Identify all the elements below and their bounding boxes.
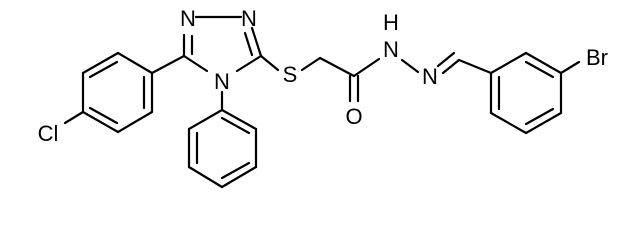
atom-n-triazole-ring: N: [214, 69, 230, 94]
phenyl-ring: [187, 108, 258, 189]
bromophenyl-ring: [489, 51, 563, 135]
atom-br: Br: [586, 45, 608, 70]
atom-n-hydrazide: N: [383, 37, 399, 62]
atom-s-thioether: S: [283, 62, 298, 87]
triazole-ring: [150, 15, 263, 75]
atom-n-hydrazone: N: [422, 64, 438, 89]
bond-cl: [63, 110, 85, 125]
linker-chain: [259, 51, 493, 103]
bond-br: [559, 60, 581, 75]
atom-n-triazole-top-right: N: [241, 6, 257, 31]
chlorophenyl-ring: [81, 51, 154, 134]
atom-cl: Cl: [38, 121, 59, 146]
atom-n-triazole-top-left: N: [180, 6, 196, 31]
atom-o-carbonyl: O: [345, 104, 362, 129]
atom-h-hydrazide: H: [383, 10, 399, 35]
chemical-structure: N N N S H N N O Cl Br: [38, 6, 608, 189]
